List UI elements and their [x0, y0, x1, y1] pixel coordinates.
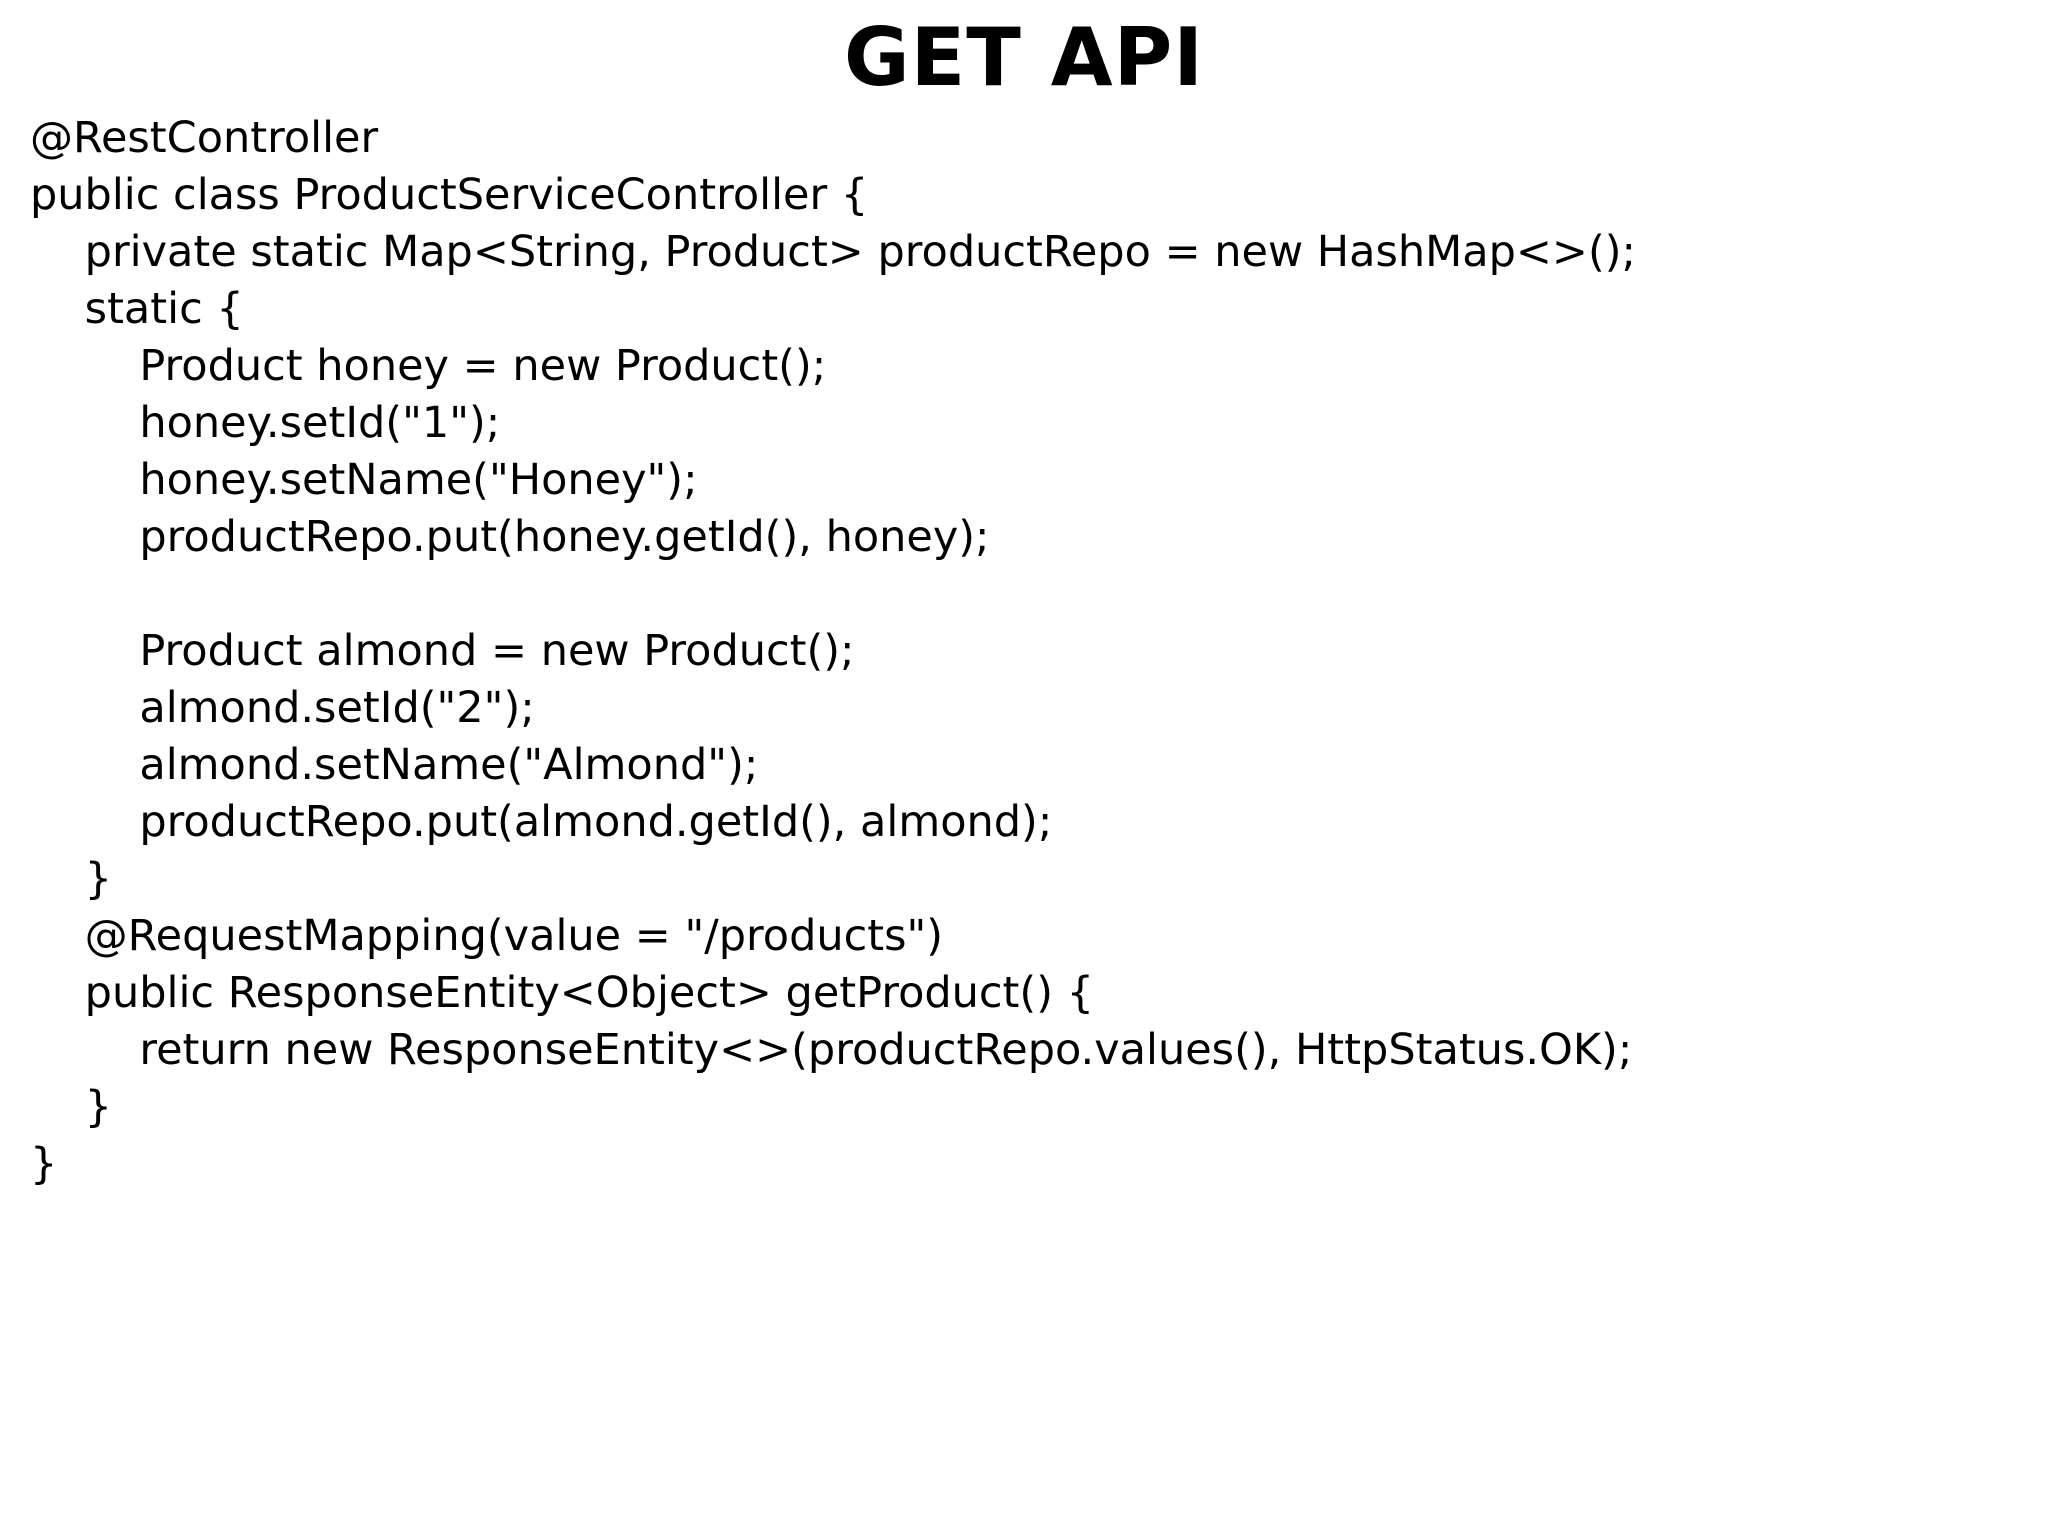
- code-line: honey.setId("1");: [30, 398, 501, 448]
- code-line: public class ProductServiceController {: [30, 170, 869, 220]
- code-line: @RequestMapping(value = "/products"): [30, 911, 944, 961]
- code-block: @RestController public class ProductServ…: [0, 110, 2048, 1193]
- code-line: Product almond = new Product();: [30, 626, 855, 676]
- code-line: productRepo.put(almond.getId(), almond);: [30, 797, 1053, 847]
- code-line: Product honey = new Product();: [30, 341, 827, 391]
- code-line: @RestController: [30, 113, 379, 163]
- code-line: }: [30, 854, 113, 904]
- code-line: return new ResponseEntity<>(productRepo.…: [30, 1025, 1633, 1075]
- code-line-blank: [30, 566, 2028, 623]
- code-line: honey.setName("Honey");: [30, 455, 698, 505]
- page-title: GET API: [843, 11, 1205, 104]
- code-line: }: [30, 1139, 58, 1189]
- code-line: static {: [30, 284, 244, 334]
- code-line: }: [30, 1082, 113, 1132]
- code-line: almond.setName("Almond");: [30, 740, 759, 790]
- code-line: almond.setId("2");: [30, 683, 535, 733]
- code-line: productRepo.put(honey.getId(), honey);: [30, 512, 990, 562]
- code-line: public ResponseEntity<Object> getProduct…: [30, 968, 1094, 1018]
- code-line: private static Map<String, Product> prod…: [30, 227, 1636, 277]
